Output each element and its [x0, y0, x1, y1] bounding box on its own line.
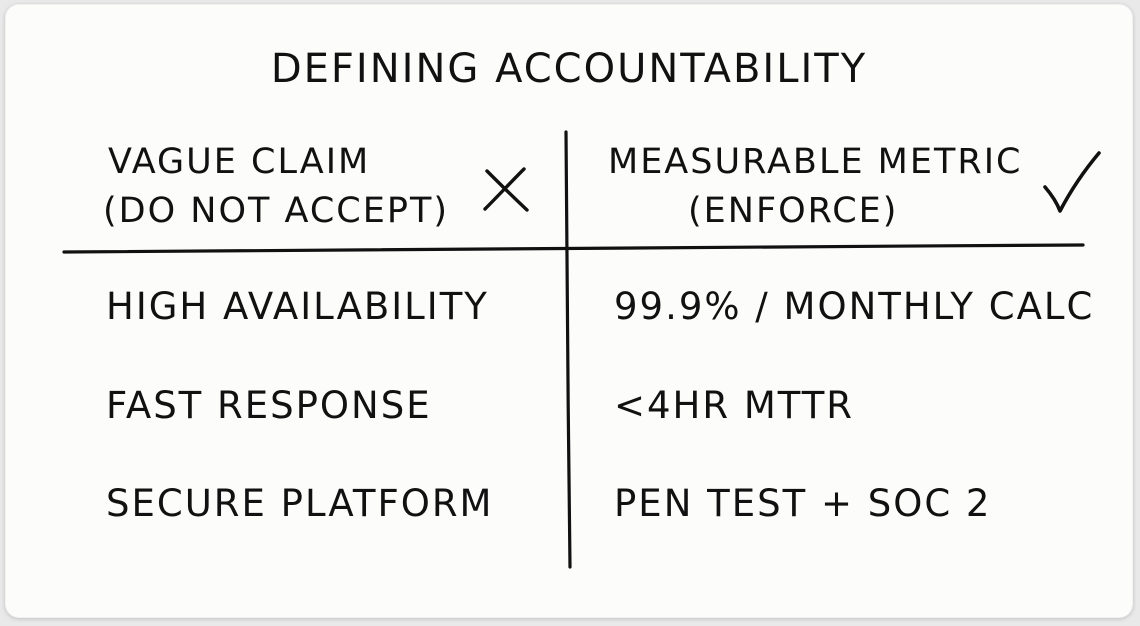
right-column-subheader: (ENFORCE) — [688, 191, 899, 231]
left-column-header: VAGUE CLAIM — [108, 142, 371, 182]
page-title: DEFINING ACCOUNTABILITY — [270, 46, 868, 92]
column-divider-line — [564, 130, 572, 569]
right-column-header: MEASURABLE METRIC — [608, 142, 1023, 182]
metric-cell: <4HR MTTR — [614, 384, 855, 427]
metric-cell: PEN TEST + SOC 2 — [614, 482, 992, 525]
cross-icon — [483, 167, 529, 212]
claim-cell: FAST RESPONSE — [106, 384, 432, 427]
left-column-subheader: (DO NOT ACCEPT) — [103, 191, 449, 231]
table-lines — [62, 130, 1101, 569]
header-divider-line — [62, 243, 1085, 254]
claim-cell: SECURE PLATFORM — [106, 482, 494, 525]
whiteboard: DEFINING ACCOUNTABILITY VAGUE CLAIM (DO … — [5, 4, 1133, 618]
claim-cell: HIGH AVAILABILITY — [106, 285, 489, 328]
check-icon — [1043, 151, 1101, 213]
metric-cell: 99.9% / MONTHLY CALC — [614, 285, 1095, 328]
